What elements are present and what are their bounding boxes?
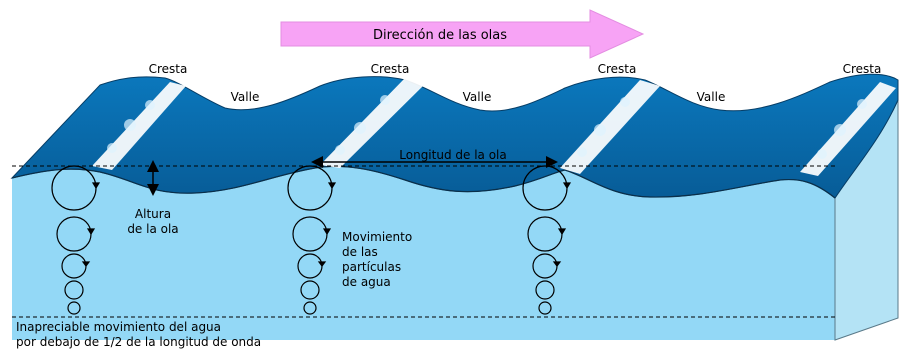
- water-front-face: [12, 166, 835, 340]
- crest-label-1: Cresta: [149, 62, 188, 76]
- wavelength-label: Longitud de la ola: [399, 148, 506, 162]
- orbit-circle: [67, 301, 81, 315]
- wave-height-label-line2: de la ola: [127, 222, 178, 236]
- negligible-motion-label-line2: por debajo de 1/2 de la longitud de onda: [16, 335, 261, 349]
- crest-label-4: Cresta: [843, 62, 882, 76]
- trough-label-2: Valle: [463, 90, 492, 104]
- crest-label-3: Cresta: [598, 62, 637, 76]
- orbit-column-1: [51, 165, 101, 315]
- direction-arrow-shape: [280, 9, 645, 59]
- particle-motion-label-line3: partículas: [342, 260, 401, 274]
- orbit-column-2: [287, 165, 337, 315]
- particle-motion-label-line4: de agua: [342, 275, 391, 289]
- foam-speckles: [107, 95, 867, 159]
- orbit-circle: [64, 280, 84, 300]
- orbit-circle: [535, 280, 555, 300]
- negligible-motion-label-line1: Inapreciable movimiento del agua: [16, 320, 221, 334]
- orbit-circle: [538, 301, 552, 315]
- wave-surface: [10, 73, 899, 199]
- trough-label-1: Valle: [231, 90, 260, 104]
- orbit-circle: [303, 301, 317, 315]
- direction-label: Dirección de las olas: [373, 28, 507, 43]
- foam-2: [320, 78, 425, 168]
- direction-arrow: Dirección de las olas: [280, 9, 645, 59]
- front-edge-line: [11, 165, 836, 199]
- wave-height-label-line1: Altura: [135, 207, 171, 221]
- crest-label-2: Cresta: [371, 62, 410, 76]
- orbit-circle: [300, 280, 320, 300]
- particle-motion-label-line2: de las: [342, 245, 378, 259]
- particle-motion-label-line1: Movimiento: [342, 230, 412, 244]
- trough-label-3: Valle: [697, 90, 726, 104]
- orbit-column-3: [522, 165, 572, 315]
